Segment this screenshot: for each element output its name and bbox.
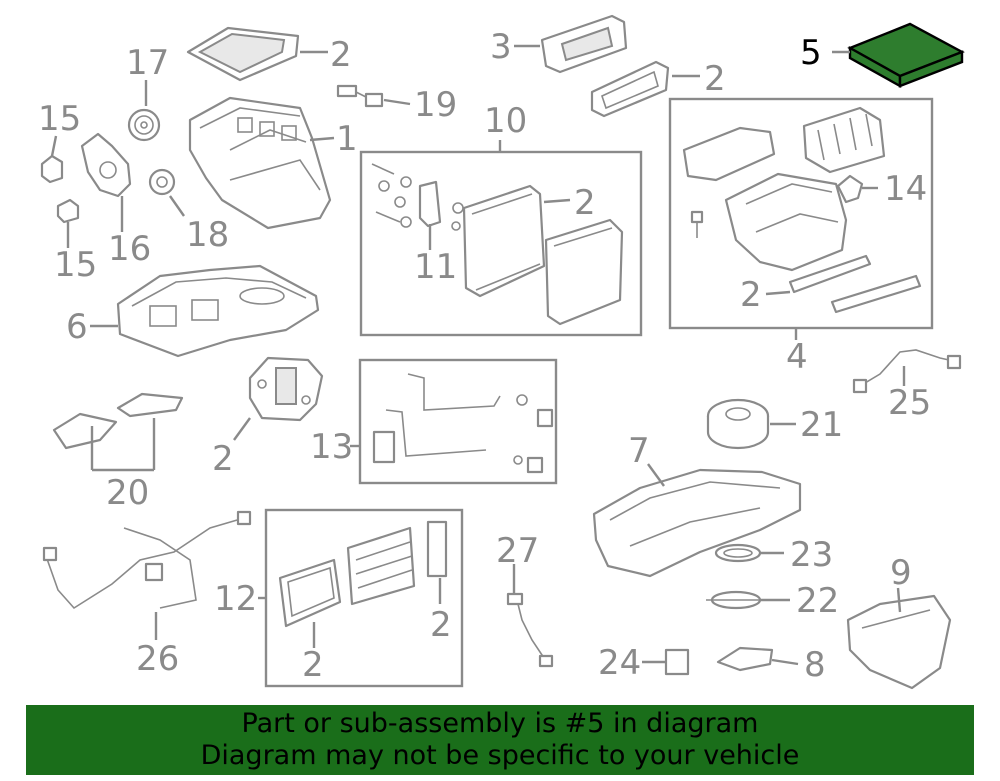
label-4: 4 — [786, 337, 808, 377]
part-20-doors[interactable] — [52, 392, 184, 450]
info-banner: Part or sub-assembly is #5 in diagram Di… — [26, 705, 974, 775]
part-15-upper[interactable] — [40, 154, 64, 184]
label-19: 19 — [414, 85, 457, 125]
part-16-actuator[interactable] — [80, 132, 132, 198]
label-2-b: 2 — [704, 59, 726, 99]
parts-diagram: 2 17 1 15 16 18 15 19 3 2 5 10 2 11 14 2… — [38, 14, 965, 690]
part-23-ring[interactable] — [714, 543, 762, 563]
label-2-g: 2 — [430, 605, 452, 645]
label-8: 8 — [804, 645, 826, 685]
label-24: 24 — [598, 643, 641, 683]
part-19-connector[interactable] — [336, 84, 384, 108]
label-16: 16 — [108, 229, 151, 269]
part-5-cabin-filter[interactable] — [847, 22, 965, 89]
part-2-gasket-mid[interactable] — [248, 356, 324, 422]
banner-line-1: Part or sub-assembly is #5 in diagram — [241, 708, 759, 739]
part-15-lower[interactable] — [56, 198, 80, 224]
part-7-lower-housing[interactable] — [592, 468, 802, 578]
label-15-a: 15 — [38, 99, 81, 139]
label-17: 17 — [126, 43, 169, 83]
part-2-seal-upper[interactable] — [590, 60, 670, 118]
label-11: 11 — [414, 247, 457, 287]
label-2-e: 2 — [212, 439, 234, 479]
part-13-pipe-group[interactable] — [372, 373, 554, 474]
part-18-seal[interactable] — [148, 168, 176, 196]
label-15-b: 15 — [54, 245, 97, 285]
label-12: 12 — [214, 579, 257, 619]
label-23: 23 — [790, 535, 833, 575]
part-26-harness[interactable] — [42, 510, 252, 610]
part-6-lower-case[interactable] — [116, 264, 320, 358]
part-3-duct[interactable] — [540, 14, 628, 74]
label-9: 9 — [890, 553, 912, 593]
label-2-a: 2 — [330, 35, 352, 75]
label-10: 10 — [484, 101, 527, 141]
part-8-bracket[interactable] — [716, 646, 774, 672]
part-22-actuator[interactable] — [706, 590, 766, 610]
label-2-c: 2 — [574, 183, 596, 223]
part-1-hvac-case[interactable] — [188, 96, 332, 230]
part-17-gear[interactable] — [127, 108, 161, 142]
leader-lines — [50, 44, 906, 666]
part-21-blower-motor[interactable] — [706, 398, 770, 450]
label-2-f: 2 — [302, 645, 324, 685]
label-5: 5 — [800, 33, 822, 73]
label-6: 6 — [66, 307, 88, 347]
label-7: 7 — [628, 431, 650, 471]
label-25: 25 — [888, 383, 931, 423]
part-24-sensor[interactable] — [664, 648, 690, 676]
label-27: 27 — [496, 531, 539, 571]
label-26: 26 — [136, 639, 179, 679]
label-18: 18 — [186, 215, 229, 255]
part-10-evaporator-group[interactable] — [371, 163, 624, 326]
label-13: 13 — [310, 427, 353, 467]
label-14: 14 — [884, 169, 927, 209]
label-2-d: 2 — [740, 275, 762, 315]
banner-line-2: Diagram may not be specific to your vehi… — [200, 740, 800, 771]
label-21: 21 — [800, 405, 843, 445]
label-22: 22 — [796, 581, 839, 621]
part-2-filter-top[interactable] — [186, 26, 300, 82]
label-1: 1 — [336, 119, 358, 159]
label-3: 3 — [490, 27, 512, 67]
group-box-4 — [668, 97, 934, 330]
part-27-hose[interactable] — [506, 592, 554, 668]
label-20: 20 — [106, 473, 149, 513]
part-4-blower-group[interactable] — [682, 106, 922, 314]
part-25-harness[interactable] — [852, 349, 962, 394]
part-12-heater-core-group[interactable] — [278, 520, 448, 628]
group-box-13 — [358, 358, 558, 485]
